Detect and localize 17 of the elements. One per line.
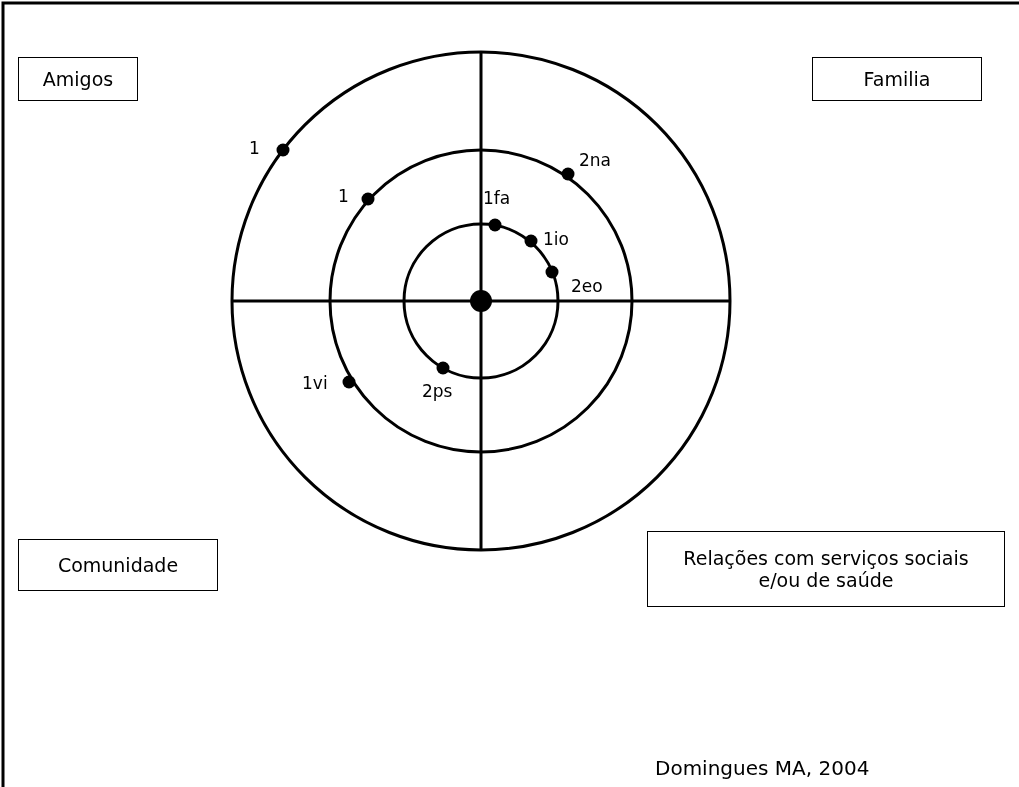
relation-code: 1io [543,229,569,249]
sector-label: Comunidade [57,554,179,576]
relation-code: 2na [579,150,611,170]
relation-code: 1 [249,138,260,158]
relation-code: 2ps [422,381,453,401]
sector-label-box [647,531,1005,607]
sector-label-box [812,57,982,101]
relation-code: 1 [338,186,349,206]
sector-label-box [18,539,218,591]
relation-code: 1fa [483,188,511,208]
relation-code: 2eo [571,276,603,296]
sector-label: Amigos [42,68,114,90]
sector-label: Familia [863,68,931,90]
source-caption: Domingues MA, 2004 [655,756,870,780]
relation-code: 1vi [302,373,328,393]
sector-label: Relações com serviços sociais e/ou de saúde [682,547,970,591]
sector-label-box [18,57,138,101]
